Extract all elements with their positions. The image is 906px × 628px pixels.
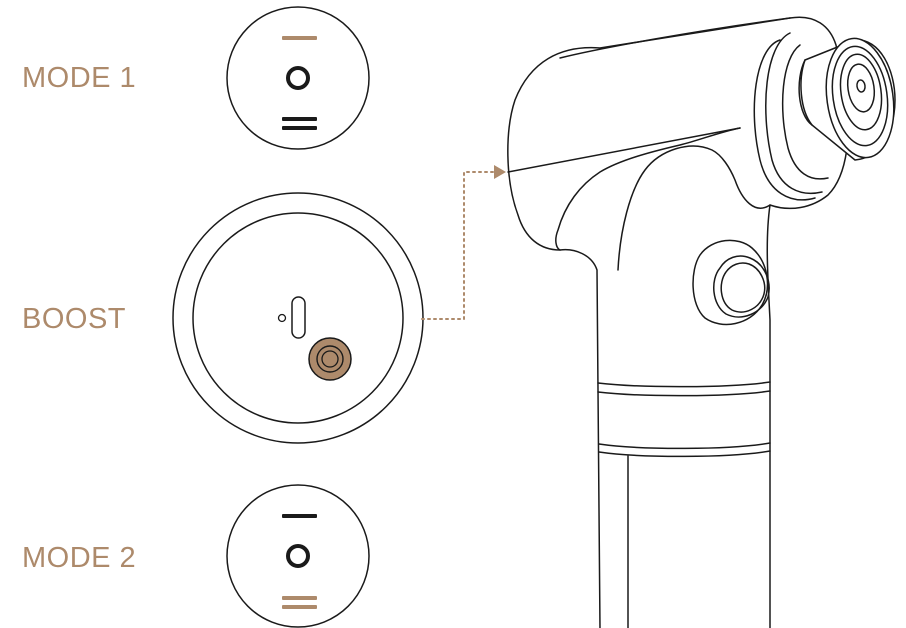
switch-slot-icon xyxy=(277,296,306,339)
device-head-front-mid xyxy=(765,32,823,194)
boost-label: BOOST xyxy=(22,303,127,335)
single-line-icon xyxy=(282,36,317,40)
device-neck-curve xyxy=(617,145,771,271)
handle-band-bottom-2 xyxy=(598,450,771,458)
device-head-lower-curve xyxy=(555,127,741,251)
circle-icon xyxy=(286,544,310,568)
boost-indicator xyxy=(172,192,424,444)
device-boost-button xyxy=(692,239,770,326)
arrow-head-icon xyxy=(494,165,506,179)
attachment-face-center xyxy=(856,79,866,93)
mode-1-ring xyxy=(226,6,370,150)
circle-icon xyxy=(286,66,310,90)
device-head-front-outer xyxy=(753,39,816,201)
double-line-icon xyxy=(282,117,317,130)
boost-button-icon xyxy=(308,337,352,381)
double-line-icon xyxy=(282,596,317,609)
device-head-top-line xyxy=(559,17,791,59)
device-head-seam xyxy=(507,127,741,173)
attachment-face-ring-3 xyxy=(846,63,876,113)
single-line-icon xyxy=(282,514,317,518)
handle-band-top xyxy=(597,381,771,388)
handle-band-bottom xyxy=(598,442,771,450)
mode-2-label: MODE 2 xyxy=(22,542,137,574)
device-head-front-inner xyxy=(781,44,829,180)
attachment-shaft-edge xyxy=(800,59,813,126)
mode-1-label: MODE 1 xyxy=(22,62,137,94)
handle-band-top-2 xyxy=(597,390,771,397)
attachment-face-ring-2 xyxy=(839,53,883,131)
boost-outer-ring xyxy=(172,192,424,444)
mode-2-indicator xyxy=(226,484,370,628)
dotted-connector-line xyxy=(421,171,495,320)
boost-inner-ring xyxy=(192,212,404,424)
mode-1-indicator xyxy=(226,6,370,150)
device-body-outline xyxy=(507,16,849,628)
boost-connector xyxy=(421,165,506,320)
attachment-face-ring-1 xyxy=(831,45,889,147)
mode-2-ring xyxy=(226,484,370,628)
massage-gun-illustration xyxy=(507,16,896,628)
